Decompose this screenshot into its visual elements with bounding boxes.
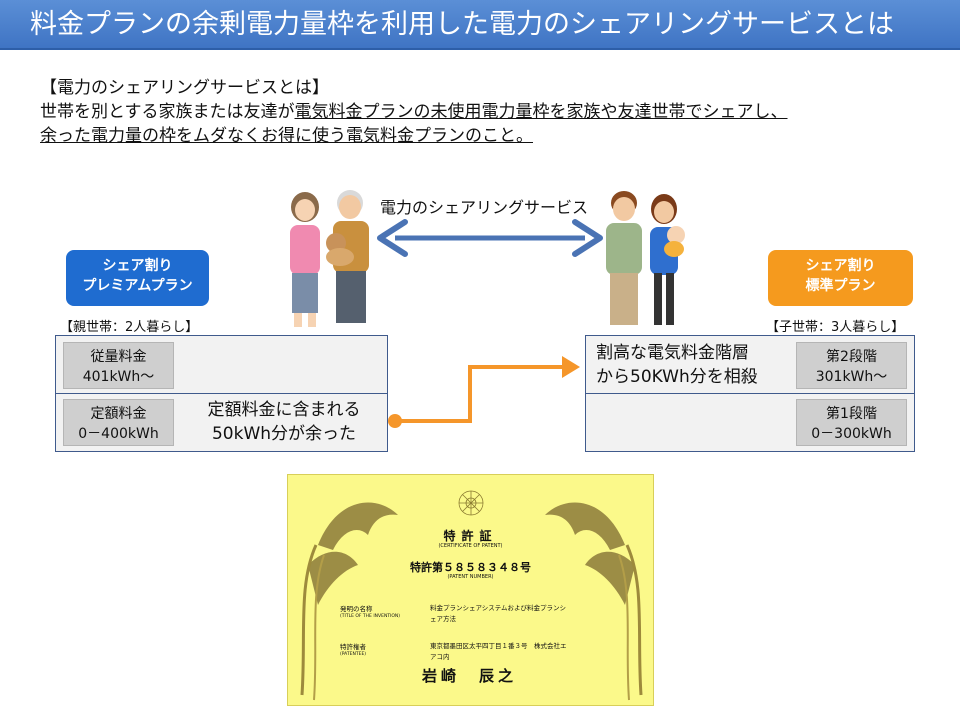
young-family-illustration-icon xyxy=(606,191,685,325)
patent-number: 特許第５８５８３４８号 xyxy=(410,561,531,574)
parents-illustration-icon xyxy=(290,190,369,327)
tier-1-chip: 第1段階 0－300kWh xyxy=(796,399,907,446)
invention-value-line-2: ェア方法 xyxy=(430,615,456,623)
standard-plan-badge: シェア割り 標準プラン xyxy=(768,250,913,306)
premium-plan-badge-line-1: シェア割り xyxy=(102,258,173,274)
certificate-ornament-icon xyxy=(300,490,643,701)
invention-value-line-1: 料金プランシェアシステムおよび料金プランシ xyxy=(430,604,567,612)
metered-rate-chip: 従量料金 401kWh～ xyxy=(63,342,174,389)
holder-label-en: (PATENTEE) xyxy=(340,652,367,657)
standard-plan-badge-line-2: 標準プラン xyxy=(805,278,876,294)
panel-divider xyxy=(56,393,387,394)
premium-plan-panel: 従量料金 401kWh～ 定額料金 0－400kWh 定額料金に含まれる 50k… xyxy=(55,335,388,452)
flat-rate-range: 0－400kWh xyxy=(78,426,159,442)
flow-arrow xyxy=(388,356,580,428)
invention-label: 発明の名称 xyxy=(340,605,373,613)
intro-heading: 【電力のシェアリングサービスとは】 xyxy=(40,78,329,98)
patent-certificate: 特許証 (CERTIFICATE OF PATENT) 特許第５８５８３４８号 … xyxy=(287,474,654,706)
certificate-title-en: (CERTIFICATE OF PATENT) xyxy=(438,543,503,549)
standard-plan-panel: 割高な電気料金階層 から50KWh分を相殺 第2段階 301kWh～ 第1段階 … xyxy=(585,335,915,452)
surplus-description-line-1: 定額料金に含まれる xyxy=(207,400,361,420)
standard-plan-badge-line-1: シェア割り xyxy=(805,258,876,274)
holder-value-line-1: 東京都墨田区太平四丁目１番３号 株式会社エ xyxy=(430,642,567,650)
tier-1-range: 0－300kWh xyxy=(811,426,892,442)
certificate-title: 特許証 xyxy=(443,529,498,543)
metered-rate-label: 従量料金 xyxy=(90,349,147,365)
panel-divider xyxy=(586,393,914,394)
parent-household-label: 【親世帯：2人暮らし】 xyxy=(60,320,199,335)
holder-value: 東京都墨田区太平四丁目１番３号 株式会社エ アコ内 xyxy=(430,641,567,663)
child-household-label: 【子世帯：3人暮らし】 xyxy=(766,320,905,335)
flat-rate-chip: 定額料金 0－400kWh xyxy=(63,399,174,446)
metered-rate-range: 401kWh～ xyxy=(82,369,155,385)
offset-description-line-2: から50KWh分を相殺 xyxy=(596,367,758,387)
invention-label-en: (TITLE OF THE INVENTION) xyxy=(340,614,401,619)
intro-line-2-underlined: 余った電力量の枠をムダなくお得に使う電気料金プランのこと。 xyxy=(40,126,533,146)
patent-holder-name: 岩崎 辰之 xyxy=(422,667,518,685)
invention-value: 料金プランシェアシステムおよび料金プランシ ェア方法 xyxy=(430,603,566,625)
holder-value-line-2: アコ内 xyxy=(430,653,450,661)
surplus-description: 定額料金に含まれる 50kWh分が余った xyxy=(194,398,374,446)
tier-1-label: 第1段階 xyxy=(826,406,877,422)
offset-description: 割高な電気料金階層 から50KWh分を相殺 xyxy=(596,341,758,389)
slide-title: 料金プランの余剰電力量枠を利用した電力のシェアリングサービスとは xyxy=(0,0,960,50)
holder-label: 特許権者 xyxy=(340,643,366,651)
patent-number-en: (PATENT NUMBER) xyxy=(447,574,494,580)
intro-block: 【電力のシェアリングサービスとは】 世帯を別とする家族または友達が電気料金プラン… xyxy=(40,76,788,148)
flat-rate-label: 定額料金 xyxy=(90,406,147,422)
intro-line-1-prefix: 世帯を別とする家族または友達が xyxy=(40,102,295,122)
surplus-description-line-2: 50kWh分が余った xyxy=(211,424,357,444)
share-double-arrow xyxy=(377,219,603,257)
tier-2-range: 301kWh～ xyxy=(815,369,888,385)
premium-plan-badge-line-2: プレミアムプラン xyxy=(82,278,193,294)
intro-line-2: 余った電力量の枠をムダなくお得に使う電気料金プランのこと。 xyxy=(40,124,788,148)
sharing-service-label: 電力のシェアリングサービス xyxy=(380,198,589,217)
tier-2-label: 第2段階 xyxy=(826,349,877,365)
premium-plan-badge: シェア割り プレミアムプラン xyxy=(66,250,209,306)
intro-line-1: 世帯を別とする家族または友達が電気料金プランの未使用電力量枠を家族や友達世帯でシ… xyxy=(40,100,788,124)
tier-2-chip: 第2段階 301kWh～ xyxy=(796,342,907,389)
intro-line-1-underlined: 電気料金プランの未使用電力量枠を家族や友達世帯でシェアし、 xyxy=(294,102,788,122)
offset-description-line-1: 割高な電気料金階層 xyxy=(596,343,749,363)
